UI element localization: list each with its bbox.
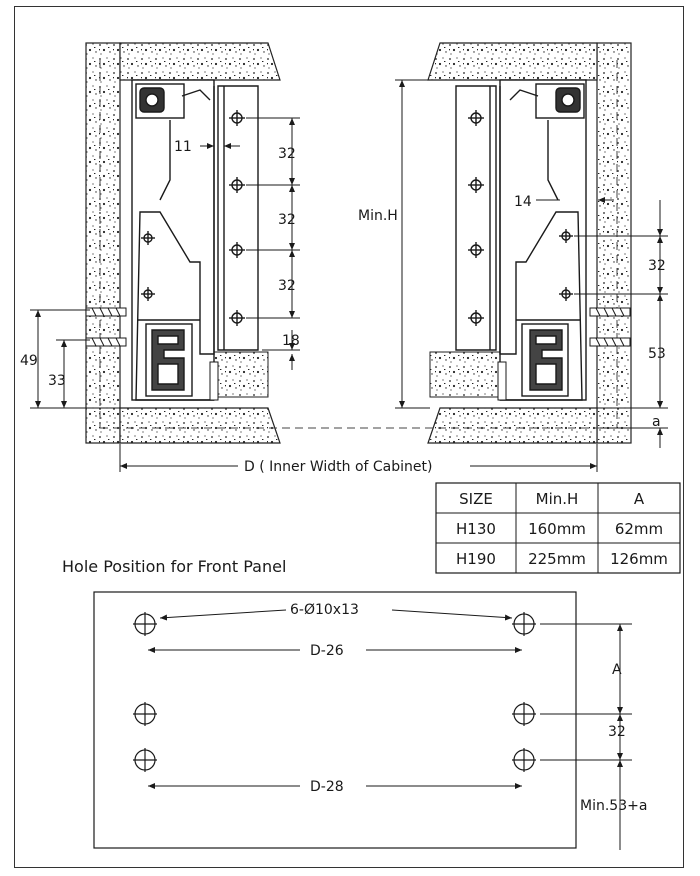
dim-11: 11 [174, 139, 192, 155]
width-label: D ( Inner Width of Cabinet) [244, 459, 432, 475]
dim-32-panel: 32 [608, 724, 626, 740]
dim-32-b: 32 [278, 212, 296, 228]
dim-33: 33 [48, 373, 66, 389]
front-panel: 6-Ø10x13 D-26 D-28 A 32 Min.53+a [93, 591, 647, 850]
dim-a: a [652, 414, 661, 430]
dim-53: 53 [648, 346, 666, 362]
size-table: SIZE Min.H A H130 160mm 62mm H190 225mm … [435, 482, 681, 574]
table-header-a: A [634, 490, 645, 508]
front-panel-title: Hole Position for Front Panel [62, 557, 286, 576]
panel-holes [133, 612, 536, 772]
sheet-border [14, 6, 684, 868]
dim-32-a: 32 [278, 146, 296, 162]
holes-label: 6-Ø10x13 [290, 602, 359, 618]
dim-min-h: Min.H [358, 208, 398, 224]
table-header-min-h: Min.H [536, 490, 579, 508]
table-cell: 126mm [610, 550, 668, 568]
drawer-side-right [499, 79, 587, 401]
table-cell: 160mm [528, 520, 586, 538]
dim-14: 14 [514, 194, 532, 210]
dim-32-right: 32 [648, 258, 666, 274]
dim-d-28: D-28 [310, 779, 344, 795]
dimension-labels-top: 11 32 32 32 18 49 33 Min.H 14 32 53 a D … [20, 139, 666, 475]
dim-18: 18 [282, 333, 300, 349]
cabinet-top-panel [119, 42, 598, 81]
dim-min-53-a: Min.53+a [580, 798, 647, 814]
dim-d-26: D-26 [310, 643, 344, 659]
front-bracket-right [455, 85, 497, 351]
drawer-side-left [131, 79, 215, 401]
cabinet-bottom-panel [99, 60, 618, 444]
table-header-size: SIZE [459, 490, 493, 508]
dim-A: A [612, 662, 622, 678]
table-cell: 62mm [615, 520, 663, 538]
screws-left [85, 307, 219, 401]
front-bracket-left [217, 85, 259, 351]
table-cell: H130 [456, 520, 496, 538]
dim-32-c: 32 [278, 278, 296, 294]
dimension-lines-top [30, 79, 668, 472]
screws-right [497, 307, 631, 401]
cabinet-right-side-panel [596, 42, 632, 444]
table-cell: 225mm [528, 550, 586, 568]
panel-dimension-lines [148, 609, 632, 850]
cabinet-left-side-panel [85, 42, 121, 444]
dim-49: 49 [20, 353, 38, 369]
table-cell: H190 [456, 550, 496, 568]
